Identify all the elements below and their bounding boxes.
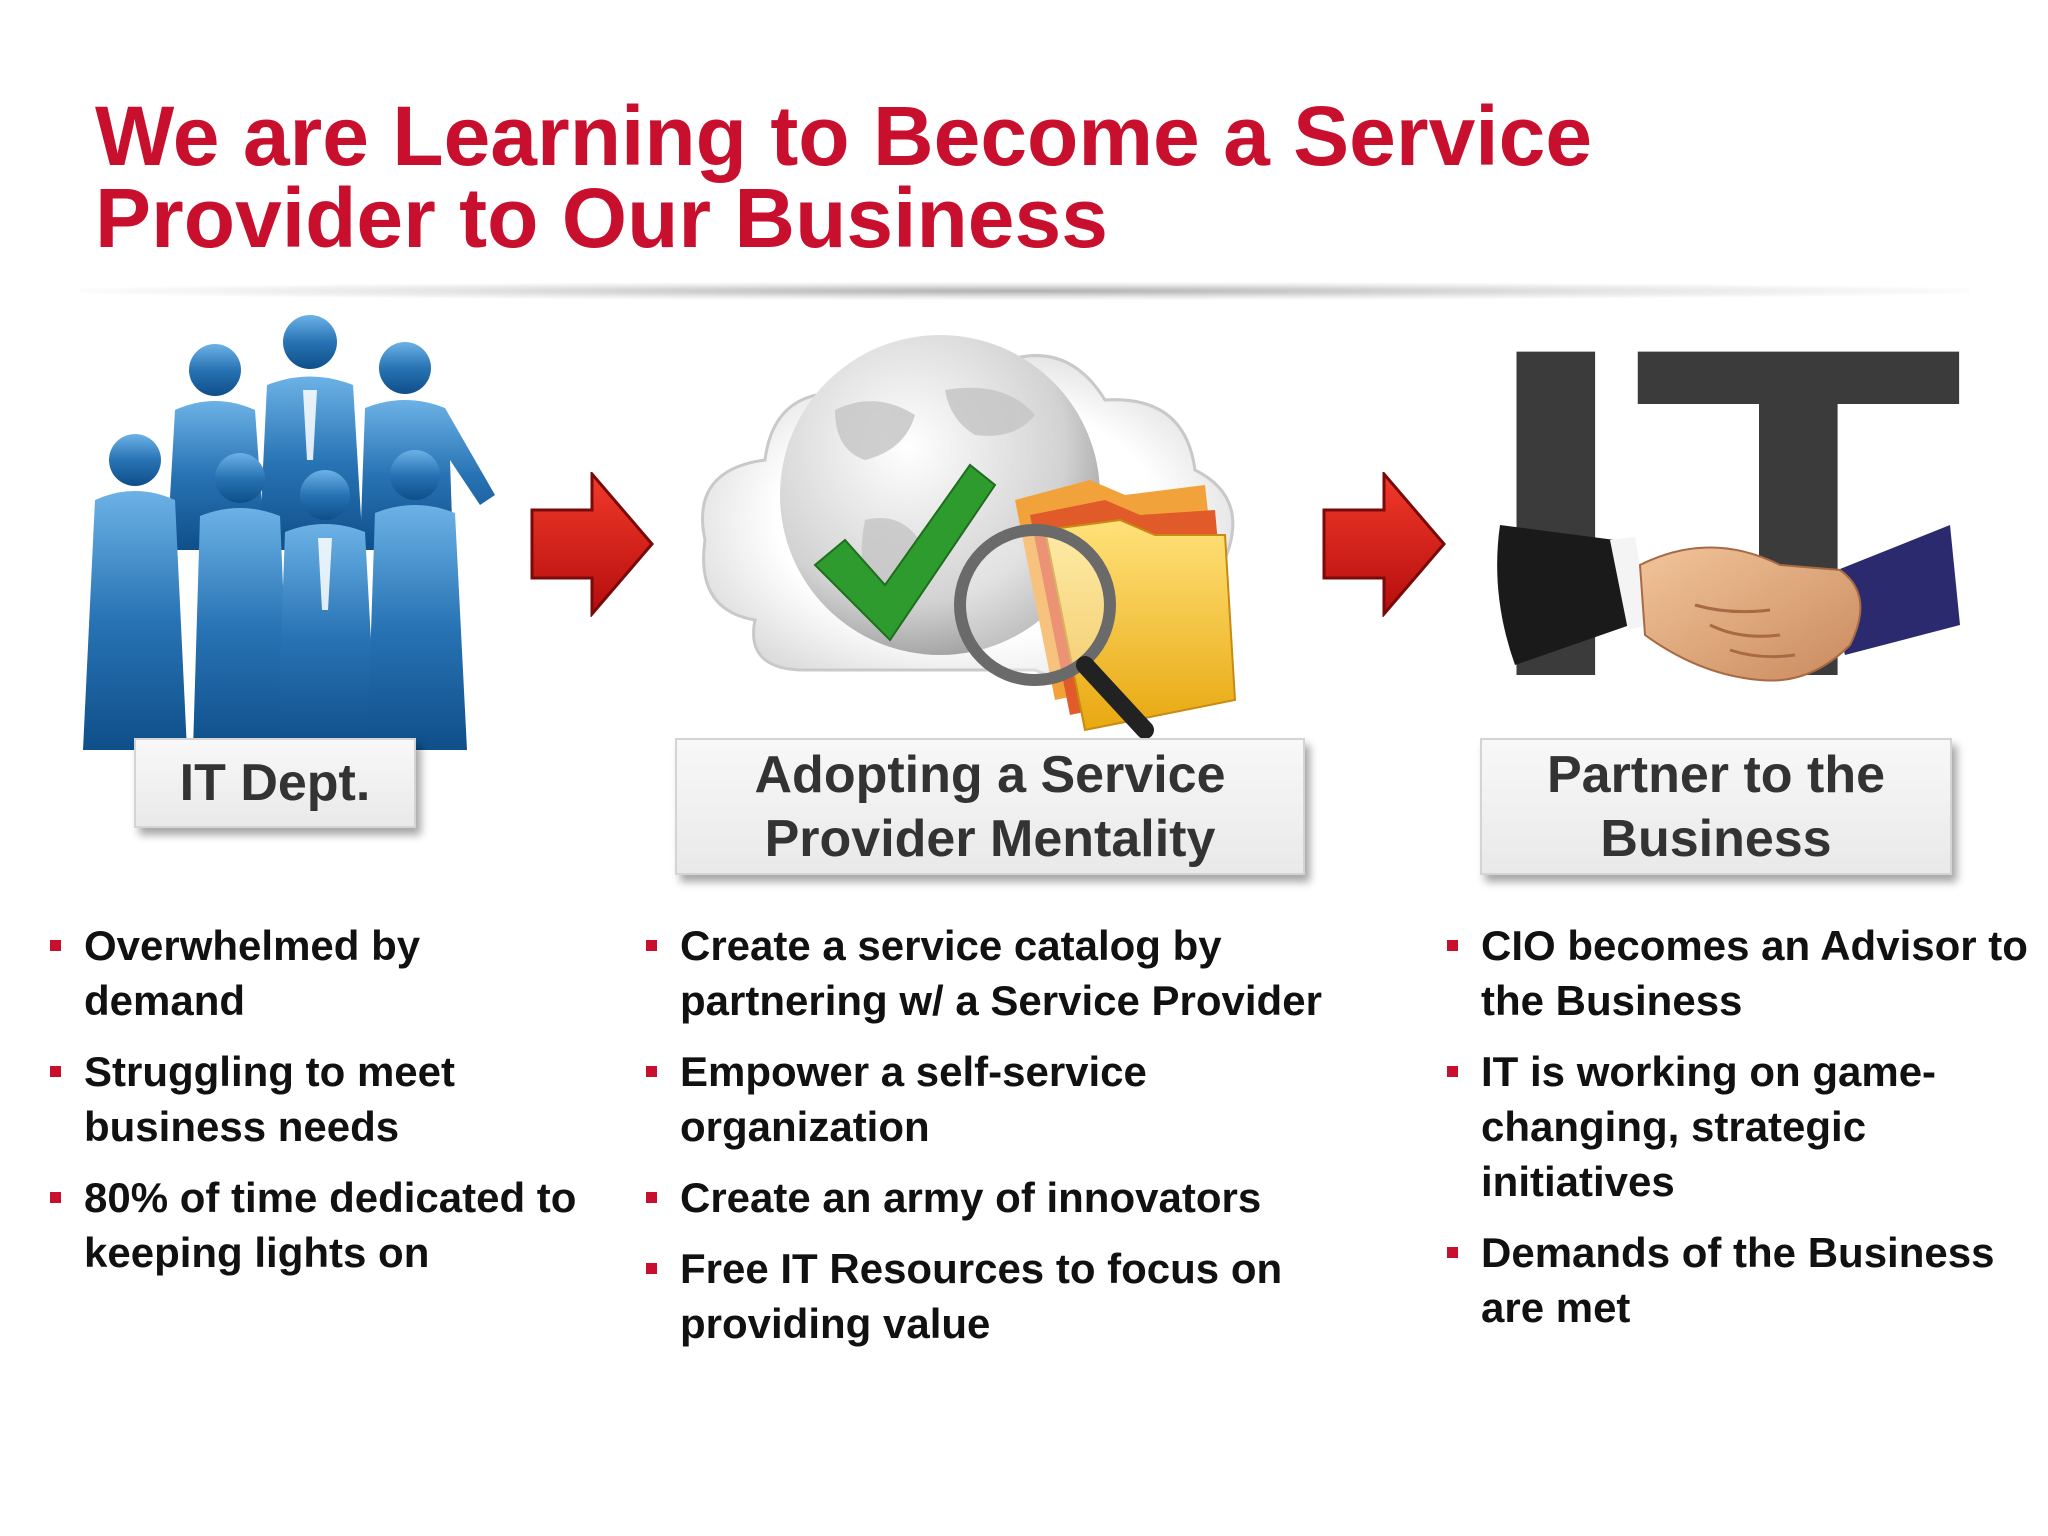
label-partner-to-business-line-2: Business bbox=[1600, 809, 1832, 868]
handshake-icon: IT bbox=[1480, 325, 1965, 745]
bullet-square-icon bbox=[1447, 1066, 1458, 1077]
bullet-square-icon bbox=[50, 1066, 61, 1077]
list-item: 80% of time dedicated to keeping lights … bbox=[50, 1170, 590, 1280]
list-item: Overwhelmed by demand bbox=[50, 918, 590, 1028]
list-item: Demands of the Business are met bbox=[1447, 1225, 2042, 1335]
bullet-text: Empower a self-service organization bbox=[680, 1048, 1147, 1150]
bullet-square-icon bbox=[646, 1192, 657, 1203]
bullet-square-icon bbox=[1447, 940, 1458, 951]
cloud-globe-folders-icon bbox=[701, 335, 1237, 739]
bullet-text: Overwhelmed by demand bbox=[84, 922, 421, 1024]
label-it-dept: IT Dept. bbox=[134, 738, 416, 828]
bullet-list-it-dept: Overwhelmed by demand Struggling to meet… bbox=[50, 918, 590, 1296]
list-item: Empower a self-service organization bbox=[646, 1044, 1406, 1154]
list-item: CIO becomes an Advisor to the Business bbox=[1447, 918, 2042, 1028]
bullet-square-icon bbox=[646, 1066, 657, 1077]
label-partner-to-business-line-1: Partner to the bbox=[1546, 745, 1886, 804]
people-silhouettes-icon bbox=[83, 315, 495, 750]
label-it-dept-line-1: IT Dept. bbox=[179, 754, 371, 812]
bullet-text: Struggling to meet business needs bbox=[84, 1048, 455, 1150]
bullet-list-service-provider: Create a service catalog by partnering w… bbox=[646, 918, 1406, 1367]
slide-title: We are Learning to Become a Service Prov… bbox=[95, 89, 1895, 265]
label-partner-to-business: Partner to the Business bbox=[1480, 738, 1952, 875]
bullet-square-icon bbox=[1447, 1247, 1458, 1258]
list-item: IT is working on game-changing, strategi… bbox=[1447, 1044, 2042, 1209]
bullet-text: 80% of time dedicated to keeping lights … bbox=[84, 1174, 577, 1276]
title-divider bbox=[80, 282, 1970, 300]
list-item: Free IT Resources to focus on providing … bbox=[646, 1241, 1406, 1351]
bullet-square-icon bbox=[646, 940, 657, 951]
bullet-square-icon bbox=[50, 1192, 61, 1203]
bullet-text: IT is working on game-changing, strategi… bbox=[1481, 1048, 1937, 1205]
bullet-text: CIO becomes an Advisor to the Business bbox=[1481, 922, 2028, 1024]
bullet-square-icon bbox=[50, 940, 61, 951]
bullet-list-partner: CIO becomes an Advisor to the Business I… bbox=[1447, 918, 2042, 1351]
right-arrow-icon bbox=[1322, 472, 1446, 617]
bullet-text: Create an army of innovators bbox=[680, 1174, 1262, 1221]
list-item: Create an army of innovators bbox=[646, 1170, 1406, 1225]
bullet-text: Demands of the Business are met bbox=[1481, 1229, 1995, 1331]
label-service-provider-mentality-line-2: Provider Mentality bbox=[764, 809, 1216, 868]
bullet-text: Free IT Resources to focus on providing … bbox=[680, 1245, 1283, 1347]
bullet-square-icon bbox=[646, 1263, 657, 1274]
label-service-provider-mentality: Adopting a Service Provider Mentality bbox=[675, 738, 1305, 875]
list-item: Create a service catalog by partnering w… bbox=[646, 918, 1406, 1028]
slide-title-line-2: Provider to Our Business bbox=[95, 171, 1108, 265]
right-arrow-icon bbox=[530, 472, 654, 617]
slide-title-line-1: We are Learning to Become a Service bbox=[95, 89, 1593, 183]
list-item: Struggling to meet business needs bbox=[50, 1044, 590, 1154]
bullet-text: Create a service catalog by partnering w… bbox=[680, 922, 1322, 1024]
label-service-provider-mentality-line-1: Adopting a Service bbox=[754, 745, 1226, 804]
